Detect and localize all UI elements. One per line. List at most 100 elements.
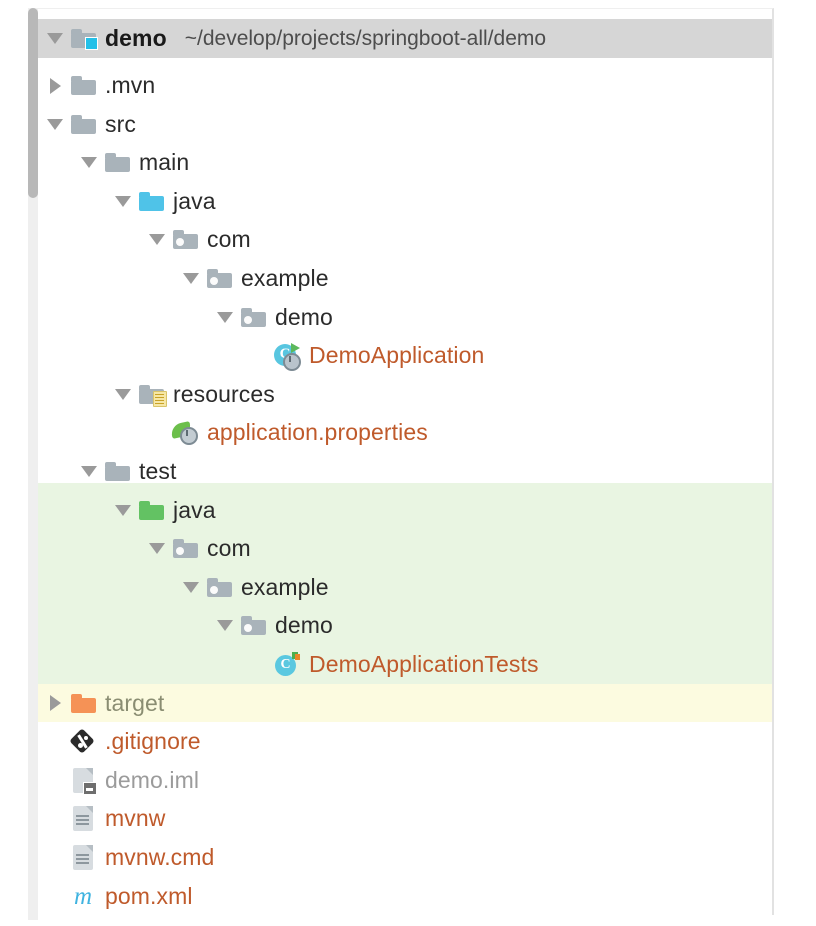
tree-row-example[interactable]: example [38,568,772,607]
tree-label-mvnw: mvnw [105,805,166,832]
chevron-down-icon [183,581,199,593]
resources-folder-icon [136,375,167,414]
expand-arrow-demo[interactable] [212,606,238,645]
project-tree-panel: demo ~/develop/projects/springboot-all/d… [38,8,774,915]
expand-arrow-example[interactable] [178,259,204,298]
chevron-down-icon [149,543,165,555]
chevron-down-icon [81,157,97,169]
expand-arrow-gitignore-placeholder [42,722,68,761]
expand-arrow-resources[interactable] [110,375,136,414]
target-excluded-highlight [38,683,772,723]
tree-row-test[interactable]: test [38,452,772,491]
vertical-scrollbar-track[interactable] [28,8,38,920]
module-folder-icon [68,19,98,58]
tree-row-resources[interactable]: resources [38,375,772,414]
git-icon [68,722,98,761]
expand-arrow-pom-xml-placeholder [42,877,68,915]
tree-row-demo[interactable]: demo [38,298,772,337]
expand-arrow-target[interactable] [42,684,68,723]
source-root-folder-icon [136,182,166,221]
chevron-right-icon [49,77,61,94]
expand-arrow-mvn[interactable] [42,66,68,105]
tree-row-main[interactable]: main [38,143,772,182]
expand-arrow-com[interactable] [144,529,170,568]
panel-top-edge [28,0,816,8]
expand-arrow-test[interactable] [76,452,102,491]
test-source-root-folder-icon [136,491,166,530]
tree-label-application-properties: application.properties [207,419,428,446]
tree-label-demo: demo [275,612,333,639]
expand-arrow-mvnw-cmd-placeholder [42,838,68,877]
tree-label-example: example [241,573,329,600]
tree-row-example[interactable]: example [38,259,772,298]
tree-row-application-properties[interactable]: application.properties [38,413,772,452]
package-folder-icon [238,606,268,645]
tree-label-main: main [139,149,190,176]
root-module-path: ~/develop/projects/springboot-all/demo [184,26,547,50]
expand-arrow-root[interactable] [42,19,68,58]
maven-icon: m [73,882,93,910]
vertical-scrollbar-thumb[interactable] [28,8,38,198]
chevron-down-icon [47,33,63,44]
folder-icon [68,66,98,105]
tree-label-example: example [241,265,329,291]
package-folder-icon [170,529,200,568]
module-file-icon [68,761,98,800]
root-module-label: demo [105,25,167,51]
tree-label-resources: resources [173,380,275,407]
chevron-down-icon [115,195,131,207]
expand-arrow-mvnw-placeholder [42,799,68,838]
tree-row-gitignore[interactable]: .gitignore [38,722,772,761]
test-class-icon: C [272,645,302,684]
tree-row-root[interactable]: demo ~/develop/projects/springboot-all/d… [38,19,772,58]
expand-arrow-src[interactable] [42,105,68,144]
folder-icon [68,105,98,144]
package-folder-icon [204,568,234,607]
expand-arrow-main[interactable] [76,143,102,182]
tree-row-target[interactable]: target [38,684,772,723]
tree-label-target: target [105,689,165,716]
tree-row-mvnw[interactable]: mvnw [38,799,772,838]
expand-arrow-application-properties-placeholder [144,413,170,452]
expand-arrow-example[interactable] [178,568,204,607]
chevron-down-icon [183,273,199,284]
expand-arrow-java[interactable] [110,491,136,530]
expand-arrow-demo-iml-placeholder [42,761,68,800]
tree-label-com: com [207,535,251,562]
tree-label-demo: demo [275,303,333,330]
expand-arrow-demo[interactable] [212,298,238,337]
folder-icon [102,452,132,491]
tree-row-java[interactable]: java [38,182,772,221]
file-icon [68,838,98,877]
chevron-down-icon [217,620,233,632]
expand-arrow-java[interactable] [110,182,136,221]
chevron-down-icon [115,504,131,516]
tree-label-demoapplicationtests: DemoApplicationTests [309,651,539,677]
tree-row-com[interactable]: com [38,529,772,568]
chevron-down-icon [217,311,233,323]
tree-label-mvnw-cmd: mvnw.cmd [105,844,215,870]
tree-row-demoapplicationtests[interactable]: C DemoApplicationTests [38,645,772,684]
expand-arrow-demoapplicationtests-placeholder [246,645,272,684]
chevron-down-icon [81,466,97,477]
tree-label-java: java [173,187,216,214]
tree-label-src: src [105,110,136,137]
expand-arrow-demoapplication-placeholder [246,336,272,375]
expand-arrow-com[interactable] [144,220,170,259]
tree-row-com[interactable]: com [38,220,772,259]
tree-row-demo-iml[interactable]: demo.iml [38,761,772,800]
excluded-folder-icon [68,684,98,723]
tree-row-java[interactable]: java [38,491,772,530]
file-icon [68,799,98,838]
tree-label-java: java [173,496,216,523]
tree-row-mvn[interactable]: .mvn [38,66,772,105]
tree-row-mvnw-cmd[interactable]: mvnw.cmd [38,838,772,877]
tree-row-src[interactable]: src [38,105,772,144]
tree-row-demo[interactable]: demo [38,606,772,645]
spring-boot-class-icon: C [272,336,302,375]
folder-icon [102,143,132,182]
package-folder-icon [238,298,268,337]
